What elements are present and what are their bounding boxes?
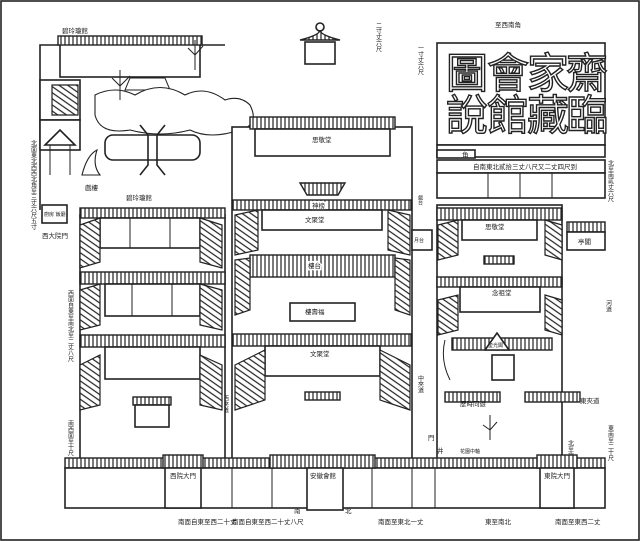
east-side-label: 河道 bbox=[605, 299, 612, 313]
bottom-note: 南面自東至西二十丈八尺 bbox=[232, 517, 304, 526]
west-hall-label: 碧玲瓏館 bbox=[126, 193, 153, 202]
bridge bbox=[139, 124, 166, 176]
title-char: 家 bbox=[527, 49, 569, 98]
east-gate[interactable]: 東院大門 bbox=[536, 454, 578, 509]
left-note: 西面自東至南北至二丈八尺 bbox=[67, 290, 74, 363]
south-mark: 南 bbox=[294, 506, 301, 515]
top-left-hall-label: 碧玲瓏館 bbox=[62, 26, 89, 35]
terrace-label: 月台 bbox=[414, 237, 424, 244]
corner-label: 角 bbox=[462, 150, 469, 159]
hall-label: 文聚堂 bbox=[310, 349, 330, 358]
well-label: 井 bbox=[437, 446, 444, 455]
left-room-label: 廚房 飯廳 bbox=[44, 211, 66, 218]
left-note: 北面東北西西北角至三丈六尺五寸 bbox=[30, 139, 37, 230]
east-hall-label: 思敬堂 bbox=[485, 222, 505, 231]
east-covered-label: 歷時同遊 bbox=[460, 399, 487, 408]
right-note: 北至南貳丈六尺 bbox=[607, 159, 614, 203]
tree-icon bbox=[81, 148, 102, 176]
west-gate-label: 西院大門 bbox=[170, 471, 196, 480]
hall-label: 樓台 bbox=[308, 261, 321, 270]
west-compound: 碧玲瓏館 bbox=[79, 193, 226, 461]
bottom-note: 南面至東北一丈 bbox=[378, 517, 424, 526]
tree-icon bbox=[442, 339, 498, 440]
east-compound: 思敬堂 亭閣 念祖堂 奎光閣 歷時同遊 東夾道 河道 井 花園中軸 bbox=[436, 204, 612, 461]
top-note: 一寸丈六尺 bbox=[417, 45, 424, 76]
left-gate-note: 西大院門 bbox=[42, 231, 68, 240]
north-hall bbox=[254, 128, 391, 157]
mid-passage-label: 中夾道 bbox=[417, 374, 424, 394]
pond-hall-label: 戲樓 bbox=[85, 183, 99, 192]
south-mark: 北 bbox=[345, 507, 352, 515]
title-char: 齋 bbox=[566, 49, 608, 98]
title-char: 館 bbox=[487, 91, 529, 140]
stage bbox=[298, 182, 347, 196]
east-gate-label: 東院大門 bbox=[544, 471, 570, 480]
west-gate[interactable]: 西院大門 bbox=[162, 454, 204, 509]
east-small-label: 亭閣 bbox=[578, 237, 591, 246]
east-passage-label: 東夾道 bbox=[580, 396, 600, 405]
north-hall-label: 思敬堂 bbox=[312, 135, 332, 144]
well-note: 花園中軸 bbox=[460, 448, 480, 455]
top-note: 二寸丈六尺 bbox=[375, 22, 382, 53]
tree-icon bbox=[111, 40, 204, 100]
title-cartouche: 圖 會 家 齋 說 館 藏 臨 bbox=[436, 42, 609, 146]
pond bbox=[104, 134, 201, 161]
northwest-garden: 碧玲瓏館 廚房 飯廳 戲樓 西大院門 bbox=[39, 26, 254, 240]
hall-label: 神榜 bbox=[312, 201, 326, 210]
east-hall-label: 念祖堂 bbox=[492, 288, 512, 297]
left-note: 南西面至十尺 bbox=[67, 419, 74, 457]
top-pavilion bbox=[299, 22, 341, 65]
hall-label: 文聚堂 bbox=[305, 215, 325, 224]
bottom-note: 南面至東西二丈 bbox=[555, 517, 601, 526]
door-mark: 門 bbox=[428, 434, 435, 442]
center-compound: 思敬堂 神榜 文聚堂 樓台 樓壽福 文聚堂 西夾道 中夾道 月台 戲台 bbox=[222, 116, 433, 473]
title-char: 臨 bbox=[566, 91, 608, 140]
top-note: 至西南角 bbox=[495, 20, 521, 29]
right-note: 東南至二十尺 bbox=[607, 424, 614, 462]
title-char: 圖 bbox=[446, 49, 488, 98]
south-wall: 西院大門 安徽會館 東院大門 南 北 bbox=[64, 454, 606, 515]
title-char: 會 bbox=[487, 49, 529, 98]
rockery bbox=[94, 86, 254, 136]
title-char: 說 bbox=[446, 91, 488, 140]
main-gate-label: 安徽會館 bbox=[310, 471, 337, 480]
east-measure-band: 角 自南東北貳拾三丈八尺又二丈四尺到 北至南貳丈六尺 bbox=[436, 144, 614, 203]
east-pavilion-label: 奎光閣 bbox=[488, 342, 503, 349]
title-char: 藏 bbox=[527, 91, 569, 140]
top-left-hall bbox=[59, 41, 201, 78]
stage-label: 戲台 bbox=[417, 194, 423, 206]
hall-label: 樓壽福 bbox=[305, 307, 325, 316]
bottom-note: 東至南北 bbox=[485, 517, 512, 526]
pavilion bbox=[43, 128, 77, 146]
main-gate[interactable]: 安徽會館 bbox=[269, 454, 376, 511]
bottom-note: 南面自東至西二十丈 bbox=[178, 517, 237, 526]
east-measure-label: 自南東北貳拾三丈八尺又二丈四尺到 bbox=[473, 162, 577, 171]
left-room bbox=[41, 204, 68, 224]
